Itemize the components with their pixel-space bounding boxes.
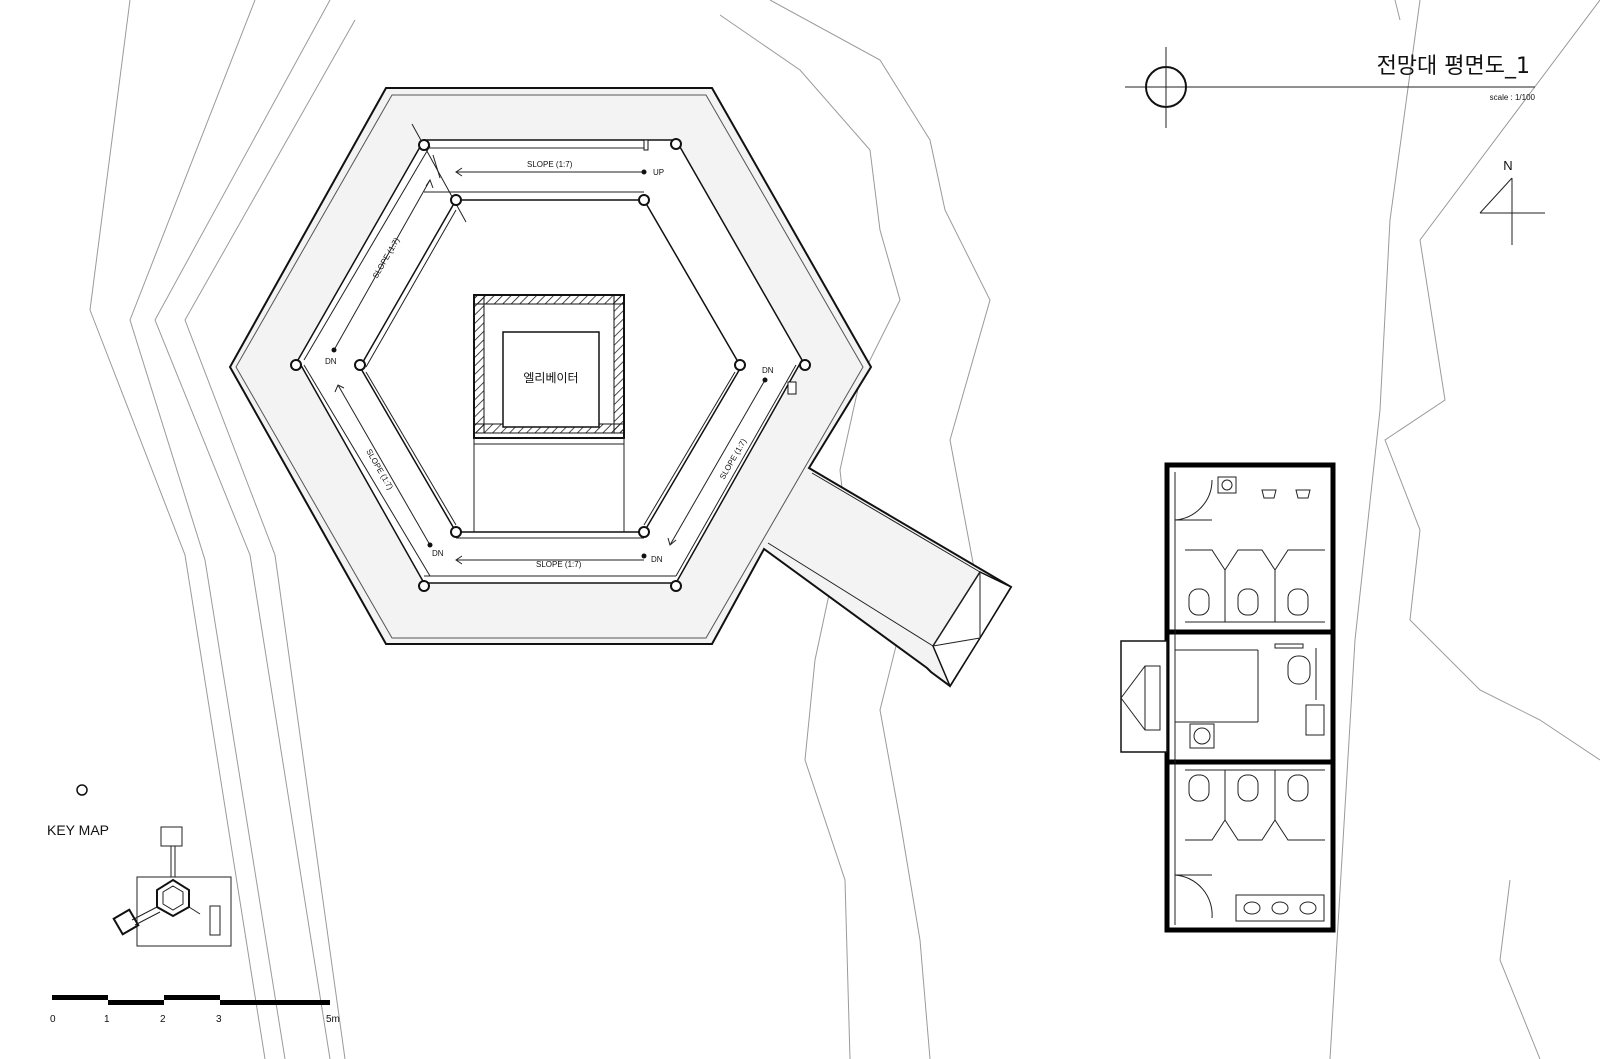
dn-label-bottom-right: DN [651,555,663,564]
slope-arrows [333,123,766,565]
drawing-title: 전망대 평면도_1 [1377,54,1530,79]
site-contours [89,0,1600,1059]
scale-tick-0: 0 [50,1014,56,1025]
elevator-core [473,294,625,532]
column [799,359,811,371]
key-map: KEY MAP [47,784,232,947]
column [290,359,302,371]
column [638,526,650,538]
slope-label-top: SLOPE (1:7) [527,160,573,169]
access-bridge [767,472,1013,688]
column [450,194,462,206]
column [418,139,430,151]
dn-label-bottom-left: DN [432,549,444,558]
column [734,359,746,371]
scale-tick-2: 2 [160,1014,166,1025]
columns [290,138,811,592]
restroom-building [1120,462,1336,933]
dn-label-right: DN [762,366,774,375]
scale-bar: 0 1 2 3 5m [50,995,340,1025]
column [670,580,682,592]
scale-tick-3: 3 [216,1014,222,1025]
column [418,580,430,592]
title-block: 전망대 평면도_1 scale : 1/100 [1125,47,1536,128]
dim-dots [331,169,768,559]
column [638,194,650,206]
slope-label-bottom: SLOPE (1:7) [536,560,582,569]
north-arrow: N [1479,158,1545,245]
north-label: N [1503,158,1512,173]
column [670,138,682,150]
key-map-label: KEY MAP [47,822,109,838]
scale-tick-5m: 5m [326,1014,340,1025]
column [450,526,462,538]
scale-tick-1: 1 [104,1014,110,1025]
scale-note: scale : 1/100 [1490,93,1536,102]
elevator-label: 엘리베이터 [523,371,578,385]
column [354,359,366,371]
ramp-rails [303,139,797,577]
up-label: UP [653,168,664,177]
dn-label-left: DN [325,357,337,366]
